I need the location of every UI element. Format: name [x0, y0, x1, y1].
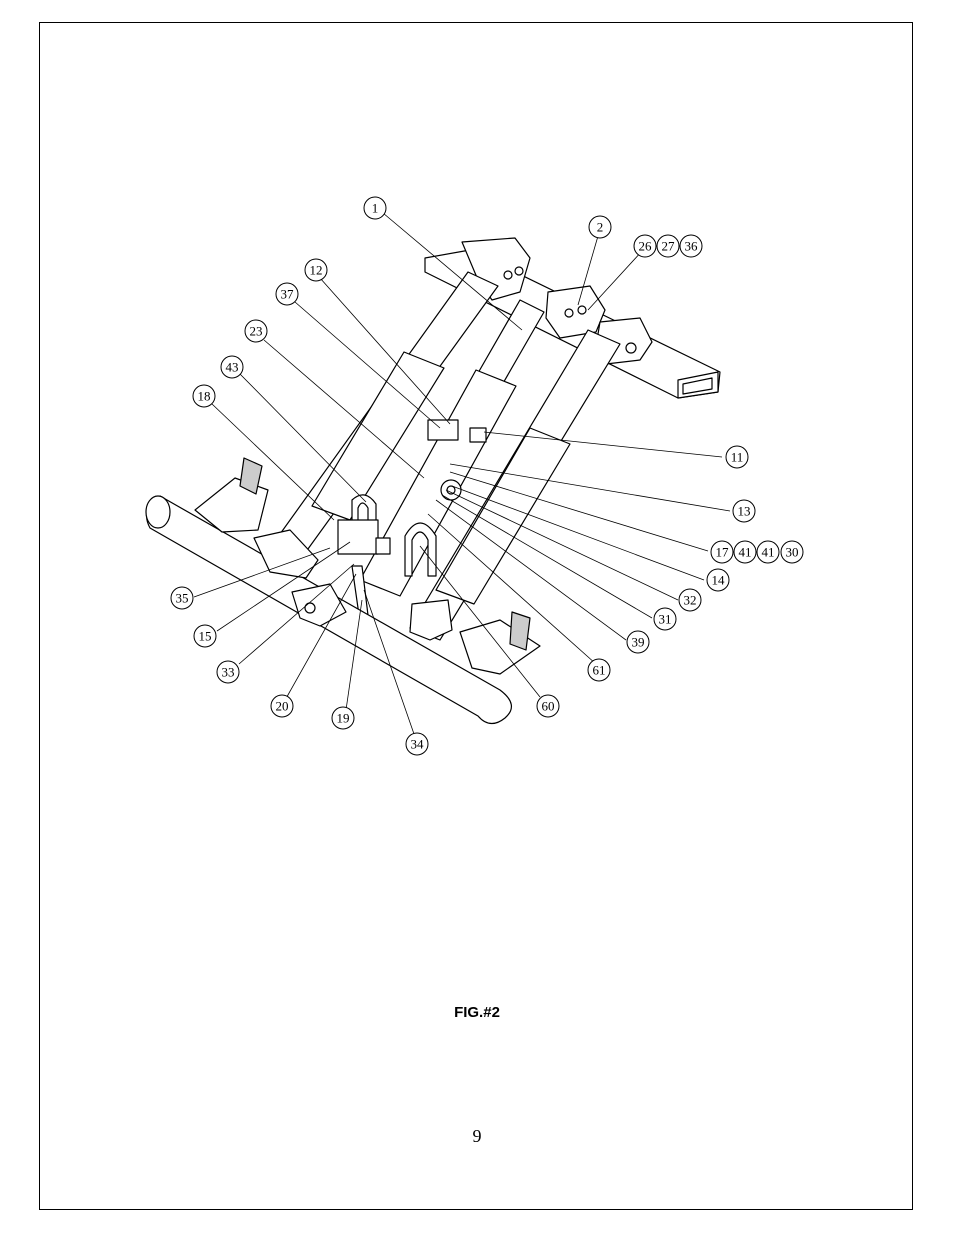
callout-label: 13 — [738, 504, 751, 519]
callout-60 — [536, 694, 560, 718]
callout-1 — [363, 196, 387, 220]
assembly-drawing — [145, 237, 721, 725]
callout-39 — [626, 630, 650, 654]
callout-26 — [633, 234, 657, 258]
callout-23 — [244, 319, 268, 343]
callout-20 — [270, 694, 294, 718]
callout-label: 60 — [542, 699, 555, 714]
callout-14 — [706, 568, 730, 592]
u-bracket — [404, 522, 437, 577]
callout-41b — [756, 540, 780, 564]
callout-label: 37 — [281, 287, 295, 302]
callout-label: 1 — [372, 201, 379, 216]
figure-caption: FIG.#2 — [454, 1004, 500, 1021]
callout-11 — [725, 445, 749, 469]
top-bracket-mid — [545, 285, 606, 339]
callout-label: 2 — [597, 220, 604, 235]
callout-label: 17 — [716, 545, 730, 560]
callout-18 — [192, 384, 216, 408]
callout-label: 27 — [662, 239, 676, 254]
callout-label: 33 — [222, 665, 235, 680]
callout-label: 20 — [276, 699, 289, 714]
callout-43 — [220, 355, 244, 379]
page-number: 9 — [472, 1126, 482, 1146]
left-spring — [239, 457, 263, 495]
callout-2 — [588, 215, 612, 239]
center-cylinder-body — [359, 369, 517, 597]
callout-19 — [331, 706, 355, 730]
callout-label: 23 — [250, 324, 263, 339]
callout-label: 41 — [739, 545, 752, 560]
callout-12 — [304, 258, 328, 282]
callout-label: 18 — [198, 389, 211, 404]
callout-label: 19 — [337, 711, 350, 726]
callout-label: 39 — [632, 635, 645, 650]
callout-label: 32 — [684, 593, 697, 608]
callout-17 — [710, 540, 734, 564]
callout-label: 34 — [411, 737, 425, 752]
callout-label: 36 — [685, 239, 699, 254]
callout-label: 15 — [199, 629, 212, 644]
callout-30 — [780, 540, 804, 564]
callout-label: 26 — [639, 239, 653, 254]
leader-lines — [193, 212, 731, 735]
callout-label: 43 — [226, 360, 239, 375]
callout-label: 11 — [731, 450, 744, 465]
callout-13 — [732, 499, 756, 523]
callout-label: 31 — [659, 612, 672, 627]
callout-27 — [656, 234, 680, 258]
callout-label: 41 — [762, 545, 775, 560]
callout-label: 12 — [310, 263, 323, 278]
callout-label: 61 — [593, 663, 606, 678]
callout-36 — [679, 234, 703, 258]
callout-37 — [275, 282, 299, 306]
right-cylinder — [435, 427, 571, 605]
right-spring — [509, 611, 531, 651]
callout-35 — [170, 586, 194, 610]
pivot-block — [337, 519, 379, 555]
callout-34 — [405, 732, 429, 756]
callout-31 — [653, 607, 677, 631]
callout-33 — [216, 660, 240, 684]
callout-label: 30 — [786, 545, 799, 560]
callout-balloons — [170, 196, 804, 756]
callout-32 — [678, 588, 702, 612]
callout-15 — [193, 624, 217, 648]
page-frame — [39, 22, 913, 1210]
callout-label: 14 — [712, 573, 726, 588]
callout-61 — [587, 658, 611, 682]
center-block — [427, 419, 459, 441]
callout-labels: 1 2 26 27 36 12 37 23 43 18 11 13 17 41 … — [176, 201, 799, 752]
callout-41a — [733, 540, 757, 564]
callout-label: 35 — [176, 591, 189, 606]
